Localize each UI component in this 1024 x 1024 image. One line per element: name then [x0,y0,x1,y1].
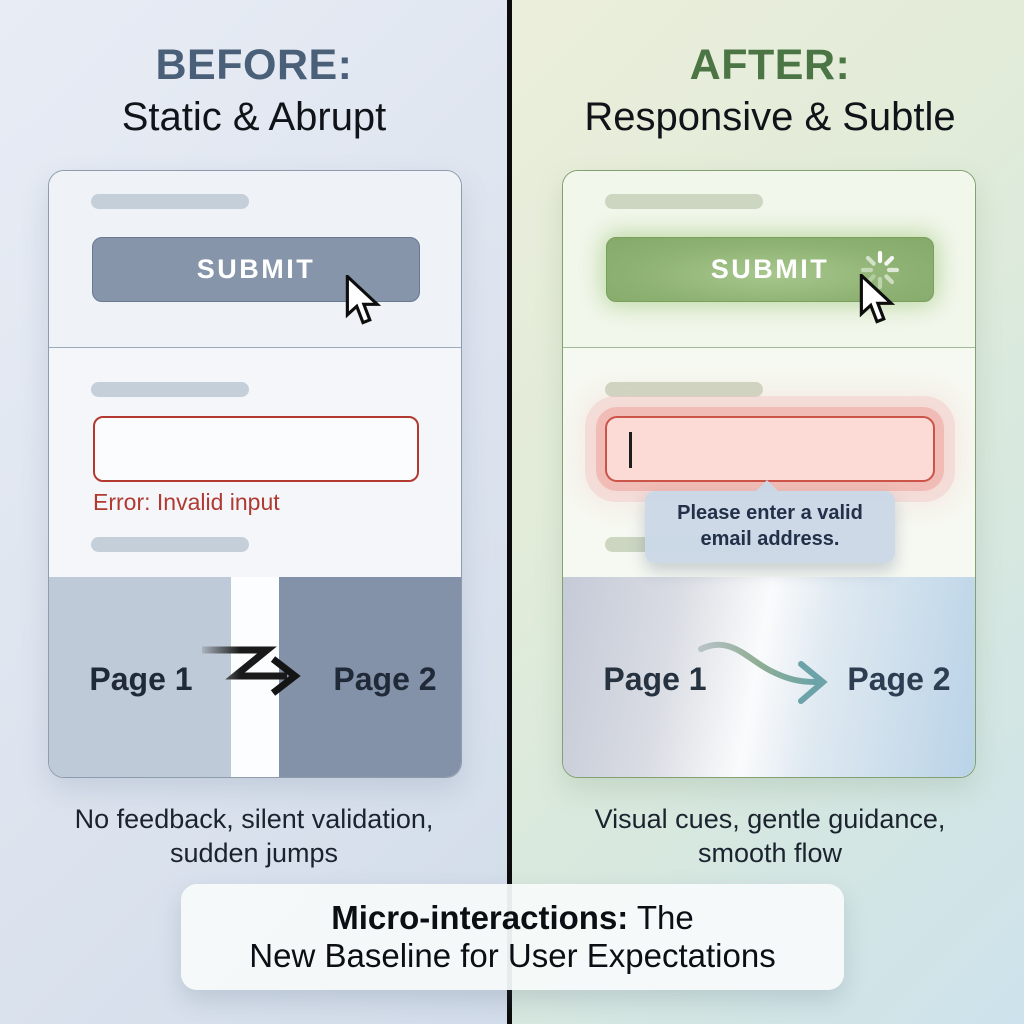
skeleton-line [91,194,249,209]
before-invalid-input[interactable] [93,416,419,482]
cursor-arrow-icon [345,275,382,325]
page1-block [49,577,231,777]
center-divider [507,0,512,1024]
skeleton-line [605,382,763,397]
before-page-transition: Page 1 Page 2 [49,577,461,777]
page2-block [279,577,461,777]
banner-title-rest: The [636,899,694,936]
page2-label: Page 2 [847,661,951,697]
before-header: BEFORE: Static & Abrupt [0,41,508,140]
after-mock-ui-card: SUBMIT Please enter a valid emai [562,170,976,778]
tooltip-text: Please enter a valid email address. [677,502,863,550]
page2-label: Page 2 [333,661,437,697]
caption-line: smooth flow [697,838,843,868]
validation-tooltip: Please enter a valid email address. [645,480,895,563]
banner-title-bold: Micro-interactions: [331,899,629,936]
zigzag-arrow-icon [202,646,301,696]
smooth-curve-arrow-icon [698,641,828,704]
section-divider [49,347,461,348]
before-heading: BEFORE: [155,41,353,89]
after-header: AFTER: Responsive & Subtle [516,41,1024,140]
banner-line-1: Micro-interactions: The [331,899,694,937]
error-message: Error: Invalid input [93,489,280,515]
skeleton-line [605,194,763,209]
submit-label: SUBMIT [710,254,830,284]
banner-line-2: New Baseline for User Expectations [249,937,776,974]
after-subheading: Responsive & Subtle [584,95,956,140]
skeleton-line [91,537,249,552]
before-subheading: Static & Abrupt [121,95,387,140]
cursor-arrow-icon [859,274,896,324]
page1-label: Page 1 [89,661,193,697]
after-page-transition: Page 1 Page 2 [563,577,975,777]
before-caption: No feedback, silent validation, sudden j… [0,802,508,870]
caption-line: No feedback, silent validation, [74,804,434,834]
caption-line: sudden jumps [169,838,339,868]
page1-label: Page 1 [603,661,707,697]
before-mock-ui-card: SUBMIT Error: Invalid input Page 1 Page … [48,170,462,778]
after-invalid-input-glowing[interactable] [605,416,935,482]
after-caption: Visual cues, gentle guidance, smooth flo… [516,802,1024,870]
title-banner: Micro-interactions: The New Baseline for… [181,884,844,990]
section-divider [563,347,975,348]
skeleton-line [91,382,249,397]
text-caret [629,432,632,468]
caption-line: Visual cues, gentle guidance, [594,804,946,834]
after-heading: AFTER: [689,41,851,89]
